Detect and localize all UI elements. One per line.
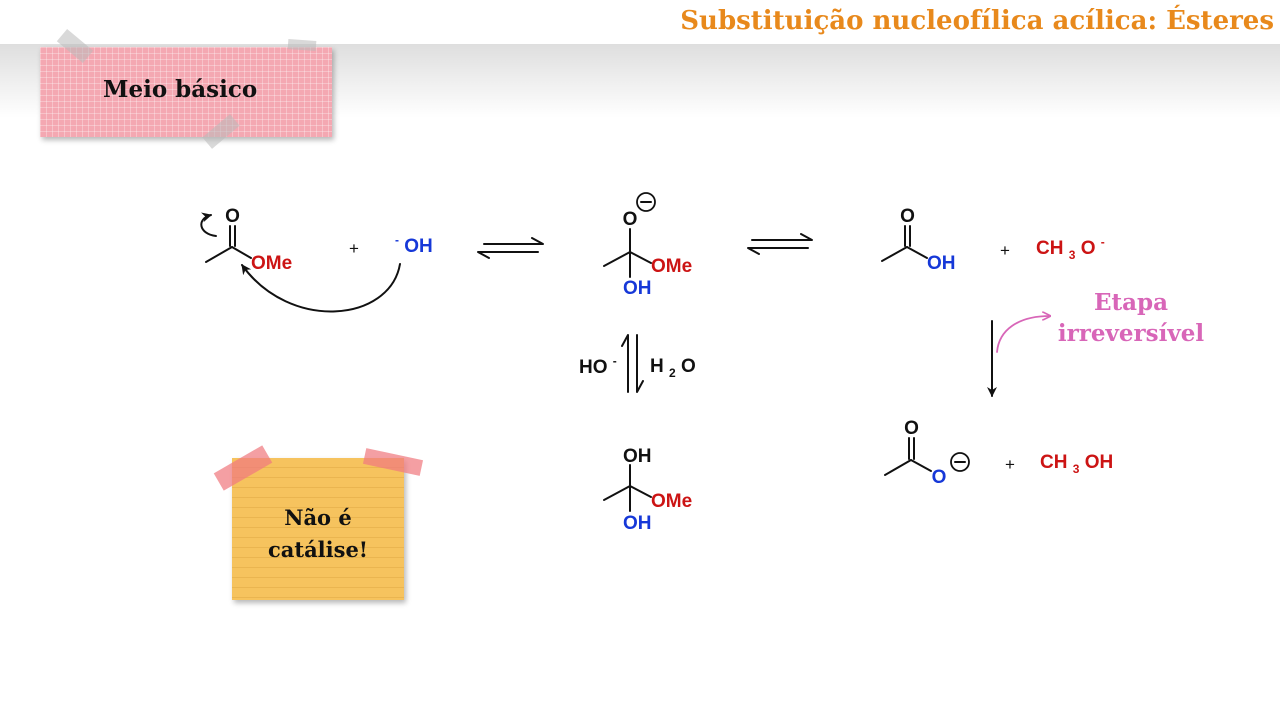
formula-subscript: 3 (1069, 248, 1076, 262)
bond (881, 246, 908, 262)
note-line-1: Não é (284, 505, 352, 530)
methoxide-label: CH 3 O - (1036, 235, 1105, 264)
carboxylic-acid: O OH (881, 206, 956, 274)
formula-part: CH (1036, 238, 1063, 259)
bond (884, 459, 912, 476)
carbonyl-oxygen-label: O (225, 206, 240, 227)
bottom-hydroxyl-label: OH (623, 513, 652, 534)
bond (629, 485, 652, 498)
methanol-label: CH 3 OH (1040, 452, 1113, 478)
formula-part: O (1081, 238, 1096, 259)
ester-molecule: O OMe (200, 206, 292, 274)
forward-harpoon (751, 233, 813, 241)
formula-part: O (681, 356, 696, 377)
bond (231, 246, 252, 259)
curved-arrow-icon (241, 263, 401, 313)
tape (287, 39, 317, 51)
plus-sign: + (349, 239, 359, 258)
circled-minus-icon (950, 452, 970, 472)
methoxy-label: OMe (651, 256, 692, 277)
plus-sign: + (1005, 455, 1015, 474)
reverse-harpoon (747, 247, 809, 255)
vertical-equilibrium-arrows-icon (621, 334, 644, 393)
irreversible-label-line-2: irreversível (1058, 320, 1204, 347)
equilibrium-arrows-icon (477, 237, 544, 259)
equilibrium-arrows-icon (747, 233, 813, 255)
hydroxide-label: - OH (395, 228, 433, 257)
bond (906, 246, 928, 259)
charge-sign: - (395, 233, 399, 247)
curved-arrow-icon (996, 316, 1050, 353)
hydroxyl-label: OH (927, 253, 956, 274)
methoxy-label: OMe (251, 253, 292, 274)
formula-part: HO (579, 357, 608, 378)
oxide-label: O (932, 467, 947, 488)
medium-label: Meio básico (103, 76, 258, 103)
tetrahedral-intermediate: O OMe OH (603, 192, 692, 299)
oxide-label: O (623, 209, 638, 230)
bond (205, 246, 233, 263)
down-harpoon (636, 334, 644, 393)
note-text: Não é catálise! (232, 502, 404, 566)
formula-part: H (650, 356, 664, 377)
formula-superscript: - (613, 354, 617, 368)
hydroxide-reagent-label: HO - (579, 354, 617, 378)
plus-sign: + (1000, 241, 1010, 260)
up-harpoon (621, 334, 629, 393)
formula-part: CH (1040, 452, 1067, 473)
irreversible-label-line-1: Etapa (1094, 289, 1168, 316)
formula-part: OH (1085, 452, 1114, 473)
forward-harpoon (483, 237, 544, 245)
water-label: H 2 O (650, 356, 696, 382)
note-sticky: Não é catálise! (232, 458, 404, 600)
carbonyl-oxygen-label: O (900, 206, 915, 227)
bond (910, 459, 932, 472)
circled-minus-icon (636, 192, 656, 212)
carboxylate: O O (884, 418, 970, 488)
bond (603, 251, 631, 267)
hydroxide-group: OH (404, 236, 433, 257)
tetrahedral-hydrate: OH OMe OH (603, 446, 692, 534)
formula-subscript: 3 (1073, 462, 1080, 476)
methoxy-label: OMe (651, 491, 692, 512)
note-line-2: catálise! (267, 537, 369, 562)
top-hydroxyl-label: OH (623, 446, 652, 467)
bond (603, 485, 631, 501)
formula-superscript: - (1101, 235, 1105, 249)
carbonyl-oxygen-label: O (904, 418, 919, 439)
reverse-harpoon (477, 251, 539, 259)
formula-subscript: 2 (669, 366, 676, 380)
medium-sticky-note: Meio básico (40, 47, 332, 137)
curved-arrow-icon (200, 212, 217, 237)
bond (629, 251, 652, 264)
hydroxyl-label: OH (623, 278, 652, 299)
slide-title: Substituição nucleofílica acílica: Éster… (680, 6, 1274, 36)
